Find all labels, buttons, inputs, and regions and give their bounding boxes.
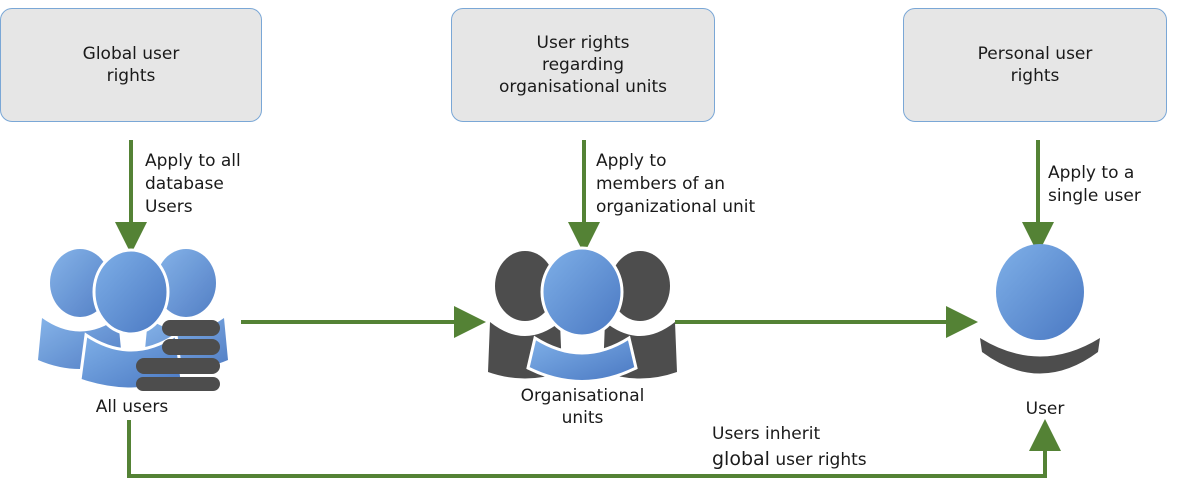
org-units-icon <box>488 246 677 383</box>
personal-user-rights-box: Personal user rights <box>903 8 1167 122</box>
personal-user-rights-label: Personal user rights <box>977 44 1093 86</box>
apply-org-members-label: Apply to members of an organizational un… <box>596 151 756 217</box>
global-word: global <box>712 448 770 470</box>
org-units-caption: Organisational units <box>520 386 645 428</box>
apply-all-users-label: Apply to all database Users <box>145 151 241 217</box>
all-users-icon <box>38 248 228 391</box>
all-users-caption: All users <box>95 397 169 417</box>
arrow-inherit-path <box>127 419 1061 478</box>
org-unit-rights-label: User rights regarding organisational uni… <box>499 33 667 97</box>
global-user-rights-box: Global user rights <box>0 8 262 122</box>
user-icon <box>980 244 1100 374</box>
apply-single-user-label: Apply to a single user <box>1048 163 1141 206</box>
global-user-rights-inherit-label: global user rights <box>712 448 867 472</box>
global-user-rights-label: Global user rights <box>82 44 180 86</box>
users-inherit-label: Users inherit <box>712 424 821 444</box>
org-unit-rights-box: User rights regarding organisational uni… <box>451 8 715 122</box>
user-caption: User <box>1025 399 1065 419</box>
database-icon <box>136 320 220 391</box>
user-rights-word: user rights <box>769 450 867 470</box>
